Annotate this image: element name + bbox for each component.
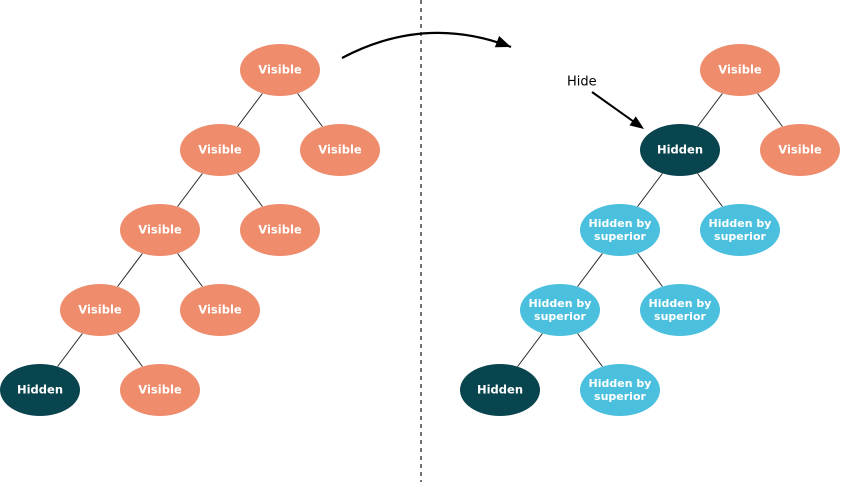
tree-edge <box>697 173 723 207</box>
node-shape <box>580 364 660 416</box>
tree-edge <box>577 333 603 367</box>
tree-edge <box>237 93 263 127</box>
tree-edge <box>757 93 783 127</box>
transition-arrow <box>341 31 512 59</box>
node-shape <box>240 44 320 96</box>
node-shape <box>640 124 720 176</box>
tree-node-visible[interactable]: Visible <box>240 204 320 256</box>
node-shape <box>640 284 720 336</box>
tree-node-visible[interactable]: Visible <box>180 124 260 176</box>
node-shape <box>120 364 200 416</box>
transition-arrow-head-icon <box>494 36 511 48</box>
node-shape <box>520 284 600 336</box>
tree-node-hidden[interactable]: Hidden <box>0 364 80 416</box>
tree-edge <box>697 93 723 127</box>
tree-edge <box>297 93 323 127</box>
node-shape <box>180 124 260 176</box>
node-shape <box>760 124 840 176</box>
annotations-layer: Hide <box>341 0 644 482</box>
node-shape <box>580 204 660 256</box>
tree-node-visible[interactable]: Visible <box>700 44 780 96</box>
node-shape <box>0 364 80 416</box>
tree-edge <box>117 253 143 287</box>
tree-edge <box>637 253 663 287</box>
hide-pointer-arrow-head-icon <box>629 116 644 129</box>
tree-node-hidden[interactable]: Hidden <box>460 364 540 416</box>
tree-node-visible[interactable]: Visible <box>180 284 260 336</box>
tree-node-visible[interactable]: Visible <box>120 204 200 256</box>
tree-edge <box>577 253 603 287</box>
tree-node-hidden[interactable]: Hidden <box>640 124 720 176</box>
node-shape <box>60 284 140 336</box>
node-shape <box>240 204 320 256</box>
hide-pointer-arrow <box>591 91 638 125</box>
tree-node-visible[interactable]: Visible <box>760 124 840 176</box>
node-shape <box>700 204 780 256</box>
tree-node-visible[interactable]: Visible <box>60 284 140 336</box>
tree-node-visible[interactable]: Visible <box>240 44 320 96</box>
node-shape <box>120 204 200 256</box>
tree-edge <box>117 333 143 367</box>
tree-node-visible[interactable]: Visible <box>120 364 200 416</box>
hide-annotation-label: Hide <box>567 75 597 90</box>
tree-node-visible[interactable]: Visible <box>300 124 380 176</box>
tree-edge <box>517 333 543 367</box>
tree-edge <box>637 173 663 207</box>
tree-edge <box>237 173 263 207</box>
tree-edge <box>177 253 203 287</box>
node-shape <box>460 364 540 416</box>
node-shape <box>180 284 260 336</box>
edges-layer <box>57 93 783 367</box>
tree-edge <box>57 333 83 367</box>
tree-edge <box>177 173 203 207</box>
node-shape <box>700 44 780 96</box>
node-shape <box>300 124 380 176</box>
